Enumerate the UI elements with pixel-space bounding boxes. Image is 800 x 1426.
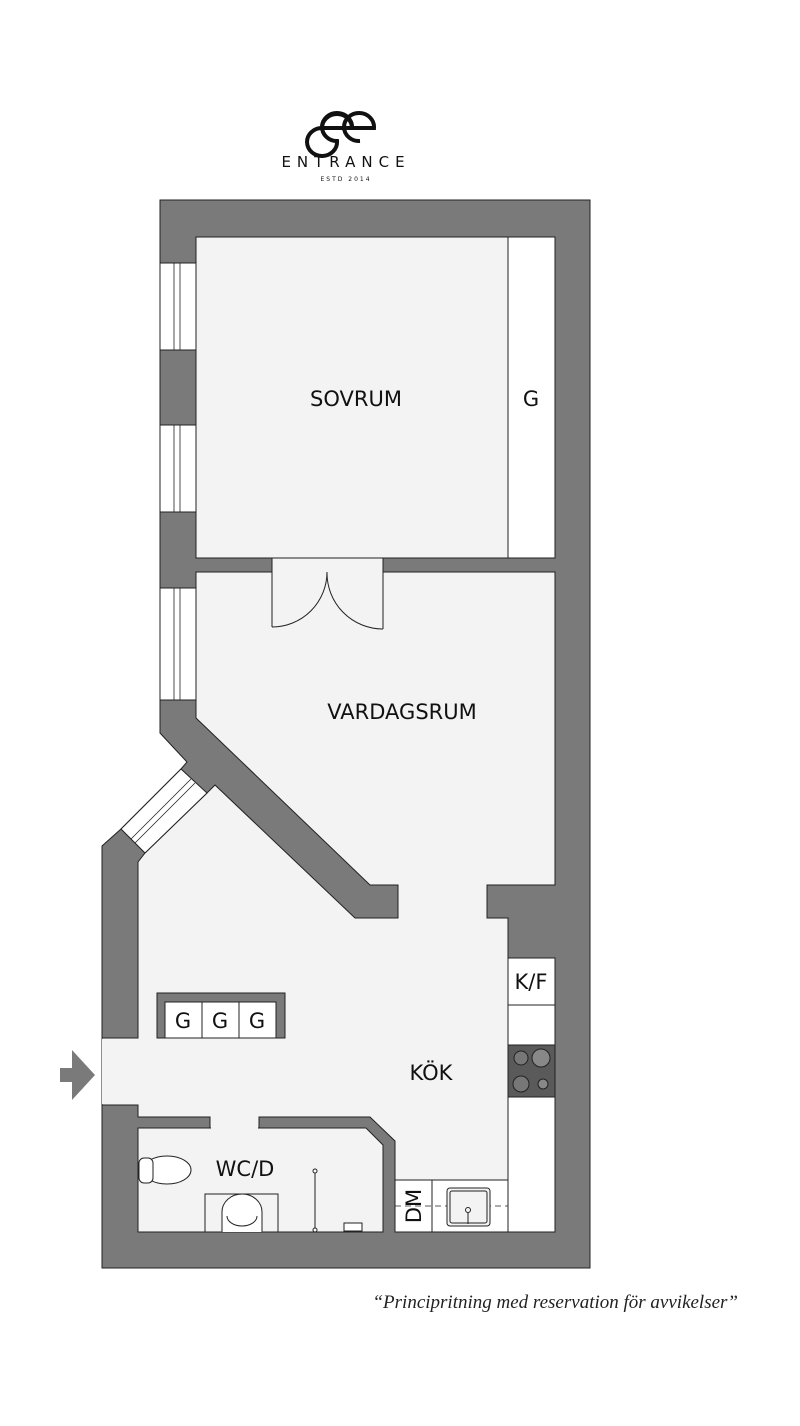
room-label-kok: KÖK: [410, 1060, 454, 1085]
sink: [446, 1187, 491, 1227]
wc-fixtures: [138, 1155, 363, 1233]
logo: ENTRANCE ESTD 2014: [281, 111, 410, 183]
windows: [120, 262, 208, 854]
room-label-wc: WC/D: [216, 1157, 275, 1181]
wardrobe-bedroom: [507, 236, 556, 559]
room-label-sovrum: SOVRUM: [310, 387, 402, 411]
hall-wardrobes: [164, 1001, 277, 1039]
disclaimer-caption: “Principritning med reservation för avvi…: [372, 1292, 738, 1313]
wardrobe-label: G: [212, 1009, 228, 1033]
shower-mixer: [343, 1222, 363, 1232]
entrance-arrow-icon: [60, 1050, 95, 1100]
kitchen-counter: [394, 957, 556, 1233]
wardrobe-label: G: [523, 387, 539, 411]
window: [159, 262, 197, 351]
window: [159, 587, 197, 701]
double-door: [271, 571, 384, 630]
fridge-label: K/F: [515, 970, 548, 994]
room-label-vardagsrum: VARDAGSRUM: [327, 700, 476, 724]
window: [120, 768, 208, 854]
wardrobe-label: G: [249, 1009, 265, 1033]
wardrobe-label: G: [175, 1009, 191, 1033]
logo-tagline: ESTD 2014: [320, 176, 371, 183]
bedroom-floor: [195, 236, 556, 559]
logo-name: ENTRANCE: [281, 153, 410, 171]
dishwasher-label: DM: [402, 1189, 426, 1223]
logo-monogram: [305, 111, 377, 158]
window: [159, 424, 197, 513]
